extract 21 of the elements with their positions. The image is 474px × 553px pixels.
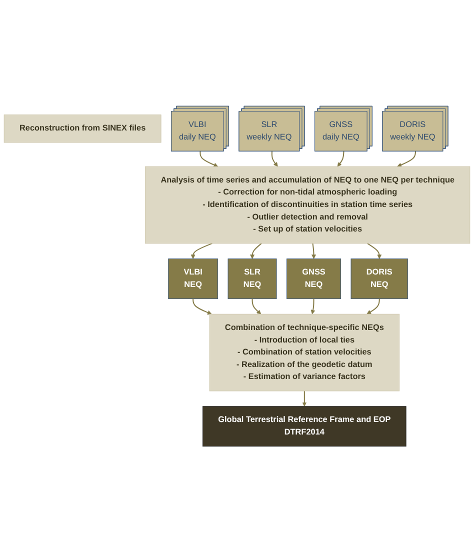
arrow — [310, 299, 316, 315]
arrow — [200, 152, 218, 168]
node-box: Analysis of time series and accumulation of NEQ to one NEQ per technique - Correction for non-tidal atmospheric loading - Identification of discontinuities in station time series - Outlier detection and removal - Set up of station velocities — [145, 166, 470, 244]
arrow — [192, 299, 212, 315]
node-box: VLBI NEQ — [168, 258, 218, 300]
arrow — [190, 243, 212, 260]
node-box: DORIS NEQ — [350, 258, 408, 300]
arrow — [302, 391, 307, 407]
node-box: Global Terrestrial Reference Frame and EOP DTRF2014 — [202, 406, 406, 447]
arrow — [337, 152, 344, 168]
arrow — [312, 244, 316, 260]
arrow — [397, 152, 416, 168]
node-box: GNSS NEQ — [286, 258, 341, 300]
node-box: Combination of technique-specific NEQs - Introduction of local ties - Combination of station velocities - Realization of the geodetic datum - Estimation of variance factors — [209, 314, 400, 392]
arrow — [366, 299, 380, 315]
arrow — [271, 152, 278, 168]
arrow — [252, 299, 262, 315]
arrow — [367, 243, 382, 260]
arrow — [250, 243, 262, 260]
node-box: Reconstruction from SINEX files — [4, 114, 162, 144]
node-box: SLR NEQ — [228, 258, 277, 300]
